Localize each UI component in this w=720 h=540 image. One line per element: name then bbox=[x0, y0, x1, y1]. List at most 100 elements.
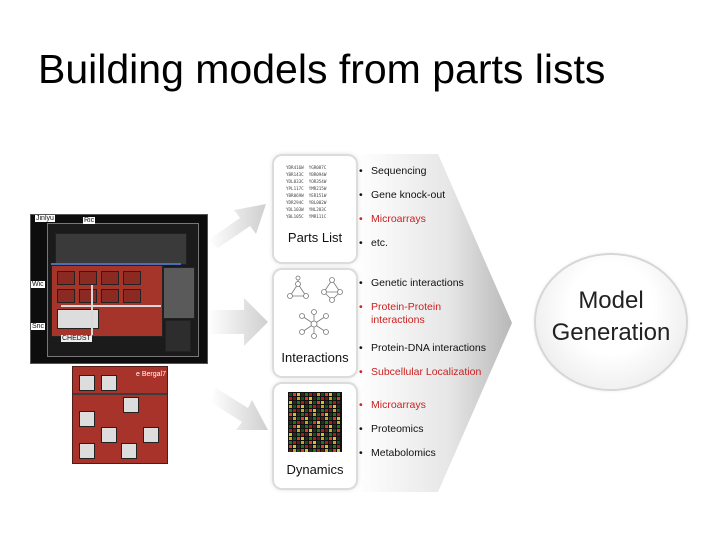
slide-title: Building models from parts lists bbox=[38, 46, 606, 92]
heatmap-cell bbox=[293, 449, 296, 452]
heatmap-cell bbox=[321, 417, 324, 420]
heatmap-cell bbox=[313, 429, 316, 432]
heatmap-cell bbox=[329, 425, 332, 428]
heatmap-cell bbox=[293, 405, 296, 408]
heatmap-cell bbox=[333, 397, 336, 400]
heatmap-cell bbox=[313, 421, 316, 424]
wire bbox=[91, 285, 93, 335]
heatmap-cell bbox=[309, 433, 312, 436]
heatmap-cell bbox=[293, 441, 296, 444]
arrow-to-dynamics bbox=[210, 388, 268, 430]
heatmap-cell bbox=[313, 437, 316, 440]
model-generation-node: Model Generation bbox=[536, 255, 686, 389]
heatmap-cell bbox=[317, 437, 320, 440]
heatmap-cell bbox=[333, 413, 336, 416]
heatmap-cell bbox=[297, 445, 300, 448]
heatmap-cell bbox=[309, 425, 312, 428]
chip bbox=[101, 271, 119, 285]
chip bbox=[143, 427, 159, 443]
heatmap-cell bbox=[301, 429, 304, 432]
heatmap-cell bbox=[313, 425, 316, 428]
heatmap-cell bbox=[317, 433, 320, 436]
heatmap-cell bbox=[305, 441, 308, 444]
heatmap-cell bbox=[305, 413, 308, 416]
heatmap-cell bbox=[309, 449, 312, 452]
heatmap-cell bbox=[325, 393, 328, 396]
chip bbox=[57, 309, 99, 329]
heatmap-cell bbox=[337, 433, 340, 436]
heatmap-cell bbox=[293, 429, 296, 432]
heatmap-cell bbox=[333, 393, 336, 396]
heatmap-cell bbox=[337, 417, 340, 420]
heatmap-cell bbox=[313, 441, 316, 444]
heatmap-cell bbox=[313, 405, 316, 408]
heatmap-cell bbox=[325, 449, 328, 452]
heatmap-cell bbox=[321, 429, 324, 432]
photo-label: e Bergal7 bbox=[136, 371, 166, 378]
heatmap-cell bbox=[297, 421, 300, 424]
heatmap-cell bbox=[309, 409, 312, 412]
heatmap-cell bbox=[325, 397, 328, 400]
heatmap-cell bbox=[333, 449, 336, 452]
heatmap-cell bbox=[333, 417, 336, 420]
heatmap-cell bbox=[313, 449, 316, 452]
chip bbox=[101, 375, 117, 391]
heatmap-cell bbox=[289, 433, 292, 436]
bullet-text: etc. bbox=[371, 237, 388, 249]
photo-label: Snc bbox=[31, 323, 46, 330]
heatmap-cell bbox=[301, 421, 304, 424]
bullet-dot: • bbox=[359, 189, 363, 201]
heatmap-cell bbox=[333, 433, 336, 436]
chip bbox=[79, 375, 95, 391]
wire bbox=[73, 393, 167, 395]
heatmap-cell bbox=[325, 401, 328, 404]
heatmap-cell bbox=[305, 445, 308, 448]
heatmap-cell bbox=[321, 421, 324, 424]
heatmap-cell bbox=[333, 409, 336, 412]
heatmap-cell bbox=[301, 441, 304, 444]
heatmap-cell bbox=[297, 401, 300, 404]
heatmap-cell bbox=[329, 449, 332, 452]
heatmap-cell bbox=[337, 449, 340, 452]
heatmap-cell bbox=[309, 393, 312, 396]
heatmap-cell bbox=[297, 409, 300, 412]
electronics-photo: Jinlyu Ric Wic Snc CHEDST bbox=[30, 214, 208, 364]
heatmap-cell bbox=[309, 405, 312, 408]
panel-interactions: Interactions bbox=[274, 270, 356, 376]
bullet-dot: • bbox=[359, 213, 363, 225]
heatmap-cell bbox=[321, 397, 324, 400]
heatmap-cell bbox=[325, 433, 328, 436]
heatmap-cell bbox=[297, 433, 300, 436]
bullet-text: Gene knock-out bbox=[371, 189, 446, 201]
panel-label: Interactions bbox=[281, 350, 349, 365]
bullet-text: Protein-DNA interactions bbox=[371, 342, 486, 354]
arrow-to-interactions bbox=[208, 298, 268, 346]
heatmap-cell bbox=[337, 421, 340, 424]
heatmap-cell bbox=[305, 417, 308, 420]
heatmap-cell bbox=[333, 441, 336, 444]
wire bbox=[51, 263, 181, 265]
heatmap-cell bbox=[305, 437, 308, 440]
chip bbox=[123, 397, 139, 413]
heatmap-cell bbox=[317, 425, 320, 428]
heatmap-cell bbox=[293, 433, 296, 436]
heatmap-cell bbox=[317, 429, 320, 432]
heatmap-cell bbox=[317, 409, 320, 412]
heatmap-cell bbox=[329, 409, 332, 412]
bullet-dot: • bbox=[359, 399, 363, 411]
panel-parts-list: YDR416W YGR087C YBR143C YBR094W YDL033C … bbox=[274, 156, 356, 262]
bullet-text: Subcellular Localization bbox=[371, 366, 482, 378]
heatmap-cell bbox=[313, 417, 316, 420]
heatmap-cell bbox=[325, 405, 328, 408]
heatmap-cell bbox=[329, 417, 332, 420]
heatmap-cell bbox=[305, 449, 308, 452]
circuit-board-photo: e Bergal7 bbox=[72, 366, 168, 464]
heatmap-cell bbox=[321, 437, 324, 440]
heatmap-cell bbox=[313, 401, 316, 404]
heatmap-cell bbox=[317, 449, 320, 452]
heatmap-cell bbox=[309, 437, 312, 440]
heatmap-cell bbox=[317, 421, 320, 424]
chip bbox=[79, 289, 97, 303]
heatmap-cell bbox=[329, 433, 332, 436]
arrow-to-parts bbox=[208, 204, 266, 248]
